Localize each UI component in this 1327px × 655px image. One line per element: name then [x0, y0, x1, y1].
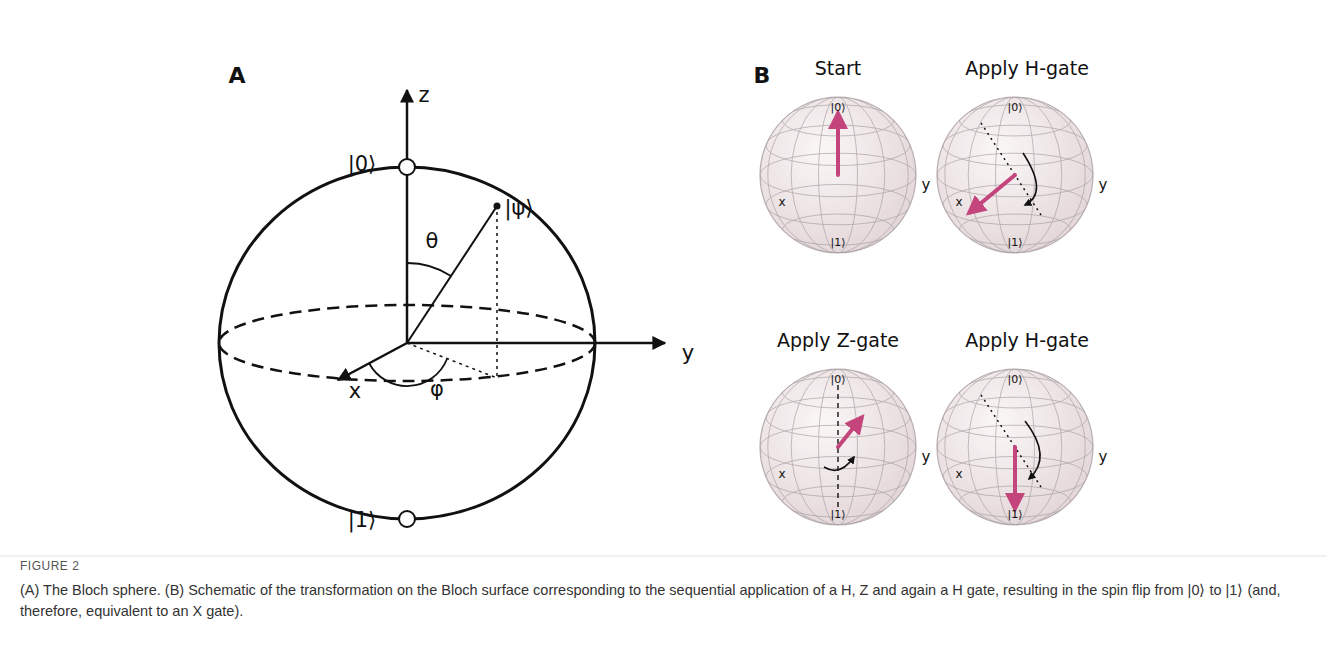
axis-label: x [349, 380, 361, 403]
axis-label: |1⟩ [348, 509, 377, 532]
state-label: |1⟩ [831, 509, 846, 521]
axis-label: x [778, 468, 785, 481]
axis-label: x [778, 196, 785, 209]
axis-label: z [418, 84, 429, 107]
panel-letter: A [228, 64, 245, 88]
projection-line [496, 212, 498, 378]
axis-label: y [682, 342, 694, 365]
state-label: |1⟩ [1008, 237, 1023, 249]
axis-label: |0⟩ [348, 153, 377, 176]
axis-label: θ [426, 230, 439, 253]
panel-letter: B [754, 64, 771, 88]
axis-label: x [955, 468, 962, 481]
bloch-sphere-small [937, 97, 1093, 253]
pole-marker [399, 511, 415, 527]
state-label: |0⟩ [1008, 374, 1023, 386]
x-axis [338, 343, 407, 380]
state-label: |1⟩ [831, 237, 846, 249]
state-vector [407, 206, 497, 343]
separator [0, 556, 1327, 557]
state-label: |1⟩ [1008, 509, 1023, 521]
theta-arc [407, 263, 451, 276]
state-point [494, 203, 501, 210]
figure-caption: (A) The Bloch sphere. (B) Schematic of t… [20, 580, 1310, 622]
pole-marker [399, 159, 415, 175]
axis-label: y [922, 177, 931, 194]
axis-label: y [1099, 177, 1108, 194]
state-label: |0⟩ [1008, 102, 1023, 114]
z-axis [406, 90, 409, 343]
axis-label: |ψ⟩ [504, 197, 533, 220]
state-label: |0⟩ [831, 102, 846, 114]
step-title: Start [815, 58, 861, 79]
axis-label: y [1099, 449, 1108, 466]
y-axis [407, 342, 665, 345]
step-title: Apply Z-gate [777, 330, 899, 351]
step-title: Apply H-gate [965, 58, 1089, 79]
step-title: Apply H-gate [965, 330, 1089, 351]
bloch-sphere-small [937, 369, 1093, 525]
axis-label: φ [430, 378, 444, 401]
figure-number: FIGURE 2 [20, 560, 79, 573]
bloch-sphere-small [760, 369, 916, 525]
projection-line [407, 343, 497, 378]
axis-label: y [922, 449, 931, 466]
bloch-sphere-small [760, 97, 916, 253]
state-label: |0⟩ [831, 374, 846, 386]
axis-label: x [955, 196, 962, 209]
